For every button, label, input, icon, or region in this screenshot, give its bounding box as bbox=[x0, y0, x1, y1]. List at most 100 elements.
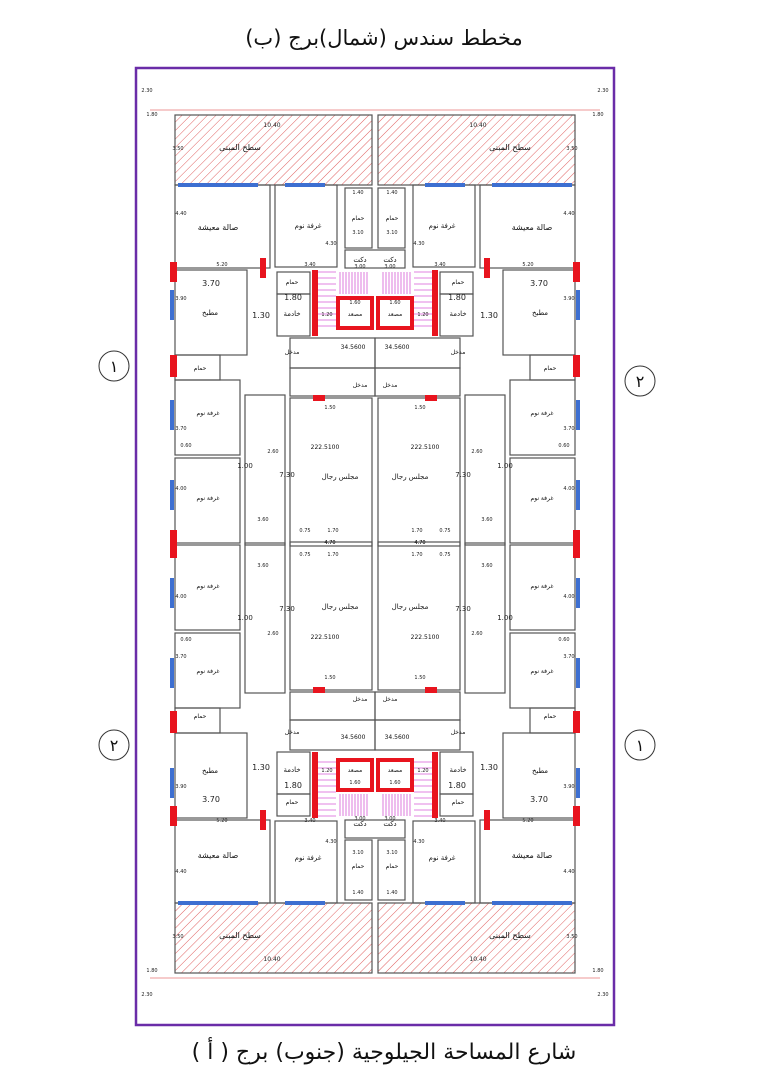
dimension-label: 1.30 bbox=[252, 763, 270, 772]
room-label: غرفة نوم bbox=[531, 495, 554, 502]
dimension-label: 3.90 bbox=[563, 784, 574, 790]
room-label: مدخل bbox=[383, 696, 398, 703]
dimension-label: 1.50 bbox=[414, 405, 425, 411]
room-label: سطح المبنى bbox=[489, 143, 531, 152]
dimension-label: 3.70 bbox=[202, 795, 220, 804]
maid-room bbox=[439, 751, 474, 795]
corridor bbox=[464, 394, 506, 546]
dimension-label: 3.00 bbox=[384, 264, 395, 270]
window bbox=[285, 901, 325, 905]
dimension-label: 5.20 bbox=[216, 818, 227, 824]
room-label: سطح المبنى bbox=[219, 143, 261, 152]
dimension-label: 3.40 bbox=[434, 818, 445, 824]
window bbox=[492, 901, 572, 905]
column bbox=[573, 806, 580, 826]
dimension-label: 3.60 bbox=[257, 563, 268, 569]
dimension-label: 4.00 bbox=[563, 594, 574, 600]
room-label: صالة معيشة bbox=[512, 851, 553, 860]
bedroom2-room bbox=[174, 632, 241, 709]
bedroom2-room bbox=[509, 379, 576, 456]
room-label: غرفة نوم bbox=[197, 495, 220, 502]
dimension-label: 7.30 bbox=[279, 605, 295, 613]
corridor bbox=[244, 394, 286, 546]
dimension-label: 1.50 bbox=[414, 675, 425, 681]
room-label: غرفة نوم bbox=[531, 583, 554, 590]
area-label: 222.5100 bbox=[411, 634, 440, 641]
dimension-label: 3.60 bbox=[481, 563, 492, 569]
window bbox=[170, 658, 174, 688]
dimension-label: 10.40 bbox=[469, 956, 486, 963]
bedroom-room bbox=[412, 820, 476, 904]
dimension-label: 1.20 bbox=[321, 312, 332, 318]
wc-room bbox=[529, 707, 576, 734]
dimension-label: 1.70 bbox=[411, 528, 422, 534]
dimension-label: 1.40 bbox=[352, 890, 363, 896]
room-label: مدخل bbox=[451, 349, 466, 356]
dimension-label: 1.30 bbox=[480, 311, 498, 320]
dimension-label: 1.60 bbox=[349, 300, 360, 306]
room-label: حمام bbox=[544, 713, 557, 720]
dimension-label: 1.00 bbox=[237, 462, 253, 470]
living-room bbox=[479, 819, 576, 904]
room-label: سطح المبنى bbox=[219, 931, 261, 940]
dimension-label: 1.70 bbox=[327, 528, 338, 534]
dimension-label: 0.75 bbox=[299, 528, 310, 534]
dimension-label: 1.00 bbox=[497, 462, 513, 470]
dimension-label: 0.75 bbox=[439, 528, 450, 534]
majlis-room bbox=[377, 541, 461, 691]
column bbox=[573, 262, 580, 282]
lift-shaft bbox=[336, 296, 374, 330]
dimension-label: 1.50 bbox=[324, 405, 335, 411]
street-label: شارع المساحة الجيلوجية (جنوب) برج ( أ ) bbox=[191, 1040, 577, 1065]
bedroom3-room bbox=[509, 544, 576, 631]
room-label: مدخل bbox=[285, 729, 300, 736]
dimension-label: 3.10 bbox=[352, 230, 363, 236]
bath-room bbox=[344, 839, 373, 901]
lift-shaft bbox=[376, 296, 414, 330]
window bbox=[178, 183, 258, 187]
column bbox=[573, 544, 580, 558]
room-label: غرفة نوم bbox=[197, 410, 220, 417]
dimension-label: 2.60 bbox=[267, 631, 278, 637]
dimension-label: 1.80 bbox=[146, 968, 157, 974]
dimension-label: 1.40 bbox=[386, 890, 397, 896]
window bbox=[492, 183, 572, 187]
window bbox=[576, 768, 580, 798]
column bbox=[170, 806, 177, 826]
room-label: حمام bbox=[386, 215, 399, 222]
room-label: مجلس رجال bbox=[392, 603, 429, 611]
dimension-label: 0.75 bbox=[299, 552, 310, 558]
dimension-label: 2.60 bbox=[471, 631, 482, 637]
column bbox=[260, 258, 266, 278]
bath-room bbox=[377, 839, 406, 901]
dimension-label: 1.20 bbox=[321, 768, 332, 774]
entrance-hall bbox=[374, 367, 461, 397]
dimension-label: 4.30 bbox=[413, 839, 424, 845]
roof-area bbox=[377, 902, 576, 974]
dimension-label: 3.90 bbox=[175, 296, 186, 302]
area-label: 222.5100 bbox=[311, 634, 340, 641]
duct bbox=[344, 249, 406, 269]
dimension-label: 3.40 bbox=[304, 818, 315, 824]
column bbox=[312, 752, 318, 818]
bedroom-room bbox=[274, 820, 338, 904]
area-label: 34.5600 bbox=[385, 344, 410, 351]
bath-room bbox=[344, 187, 373, 249]
bedroom3-room bbox=[174, 544, 241, 631]
window bbox=[170, 400, 174, 430]
room-label: مدخل bbox=[285, 349, 300, 356]
room-label: خادمة bbox=[449, 766, 466, 774]
column bbox=[425, 395, 437, 401]
grid-axis-label: ١ bbox=[636, 736, 645, 755]
dimension-label: 10.40 bbox=[469, 122, 486, 129]
grid-axis-label: ٢ bbox=[636, 372, 645, 391]
dimension-label: 1.80 bbox=[448, 293, 466, 302]
dimension-label: 7.30 bbox=[279, 471, 295, 479]
dimension-label: 1.20 bbox=[417, 768, 428, 774]
dimension-label: 3.70 bbox=[202, 279, 220, 288]
window bbox=[425, 901, 465, 905]
corridor bbox=[244, 542, 286, 694]
